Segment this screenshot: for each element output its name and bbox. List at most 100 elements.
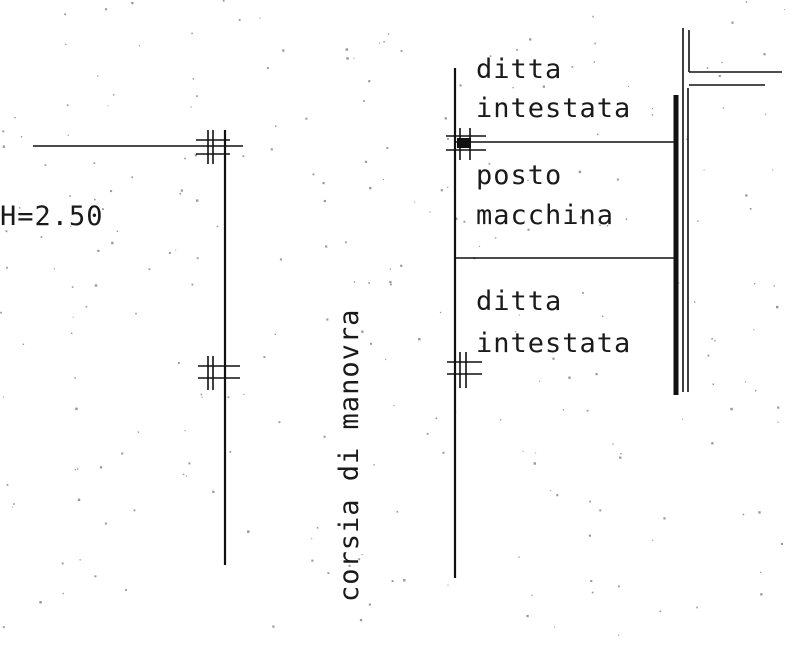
speck bbox=[455, 217, 458, 220]
unit-bottom-line-2: intestata bbox=[476, 328, 631, 359]
speck bbox=[596, 133, 599, 136]
speck bbox=[776, 305, 779, 309]
speck bbox=[696, 606, 698, 609]
speck bbox=[61, 562, 64, 565]
speck bbox=[177, 362, 180, 364]
speck bbox=[94, 284, 98, 287]
speck bbox=[348, 564, 351, 567]
speck bbox=[359, 618, 363, 622]
speck bbox=[112, 94, 115, 96]
speck bbox=[619, 456, 622, 459]
speck bbox=[535, 452, 537, 454]
scan-noise bbox=[0, 0, 785, 636]
speck bbox=[88, 210, 90, 212]
speck bbox=[64, 13, 66, 16]
speck bbox=[722, 107, 724, 109]
speck bbox=[311, 559, 314, 562]
speck bbox=[364, 160, 368, 163]
speck bbox=[111, 241, 114, 245]
speck bbox=[2, 396, 4, 398]
speck bbox=[749, 208, 752, 210]
speck bbox=[599, 224, 601, 226]
speck bbox=[659, 610, 662, 613]
speck bbox=[196, 257, 199, 260]
speck bbox=[390, 283, 392, 286]
speck bbox=[345, 241, 347, 244]
speck bbox=[11, 506, 13, 508]
speck bbox=[618, 585, 620, 588]
speck bbox=[429, 211, 431, 213]
speck bbox=[592, 15, 594, 18]
speck bbox=[442, 451, 445, 454]
speck bbox=[447, 137, 449, 140]
speck bbox=[345, 48, 349, 51]
speck bbox=[138, 45, 140, 47]
speck bbox=[62, 592, 64, 595]
speck bbox=[382, 179, 384, 181]
speck bbox=[578, 170, 582, 174]
speck bbox=[6, 484, 9, 486]
speck bbox=[391, 580, 394, 583]
speck bbox=[185, 475, 187, 477]
speck bbox=[742, 513, 745, 516]
speck bbox=[595, 373, 598, 376]
speck bbox=[518, 556, 520, 558]
speck bbox=[385, 358, 387, 361]
speck bbox=[386, 147, 389, 149]
speck bbox=[745, 194, 748, 197]
column-mark-left-middle bbox=[198, 356, 240, 390]
speck bbox=[780, 542, 783, 545]
speck bbox=[379, 42, 381, 44]
speck bbox=[346, 57, 349, 60]
speck bbox=[651, 114, 654, 116]
speck bbox=[325, 245, 328, 248]
speck bbox=[190, 106, 192, 108]
speck bbox=[75, 407, 78, 411]
speck bbox=[652, 539, 654, 541]
speck bbox=[71, 286, 74, 288]
speck bbox=[66, 104, 69, 107]
speck bbox=[721, 61, 723, 64]
speck bbox=[40, 236, 43, 238]
speck bbox=[439, 311, 442, 314]
speck bbox=[125, 589, 127, 591]
speck bbox=[175, 249, 177, 251]
speck bbox=[93, 162, 96, 164]
speck bbox=[168, 251, 171, 254]
speck bbox=[99, 466, 103, 469]
speck bbox=[312, 173, 315, 176]
speck bbox=[323, 199, 326, 203]
speck bbox=[44, 164, 47, 166]
speck bbox=[5, 230, 8, 233]
speck bbox=[599, 509, 602, 512]
speck bbox=[263, 356, 266, 358]
speck bbox=[227, 396, 230, 399]
speck bbox=[216, 225, 219, 228]
speck bbox=[516, 49, 518, 51]
speck bbox=[200, 393, 203, 396]
speck bbox=[322, 182, 325, 185]
speck bbox=[353, 57, 355, 59]
speck bbox=[279, 258, 282, 261]
speck bbox=[531, 594, 533, 597]
speck bbox=[593, 61, 596, 63]
speck bbox=[323, 435, 326, 438]
height-label: H=2.50 bbox=[0, 201, 104, 232]
speck bbox=[278, 421, 281, 424]
speck bbox=[69, 195, 71, 197]
speck bbox=[556, 494, 559, 497]
speck bbox=[67, 134, 69, 136]
speck bbox=[222, 0, 225, 2]
speck bbox=[353, 281, 356, 283]
speck bbox=[274, 333, 276, 335]
speck bbox=[571, 66, 574, 68]
speck bbox=[745, 1, 748, 3]
speck bbox=[606, 225, 609, 227]
speck bbox=[370, 342, 372, 345]
speck bbox=[730, 407, 733, 411]
column-mark-left-top bbox=[196, 130, 230, 164]
speck bbox=[20, 136, 23, 138]
speck bbox=[182, 473, 185, 476]
speck bbox=[586, 409, 589, 412]
